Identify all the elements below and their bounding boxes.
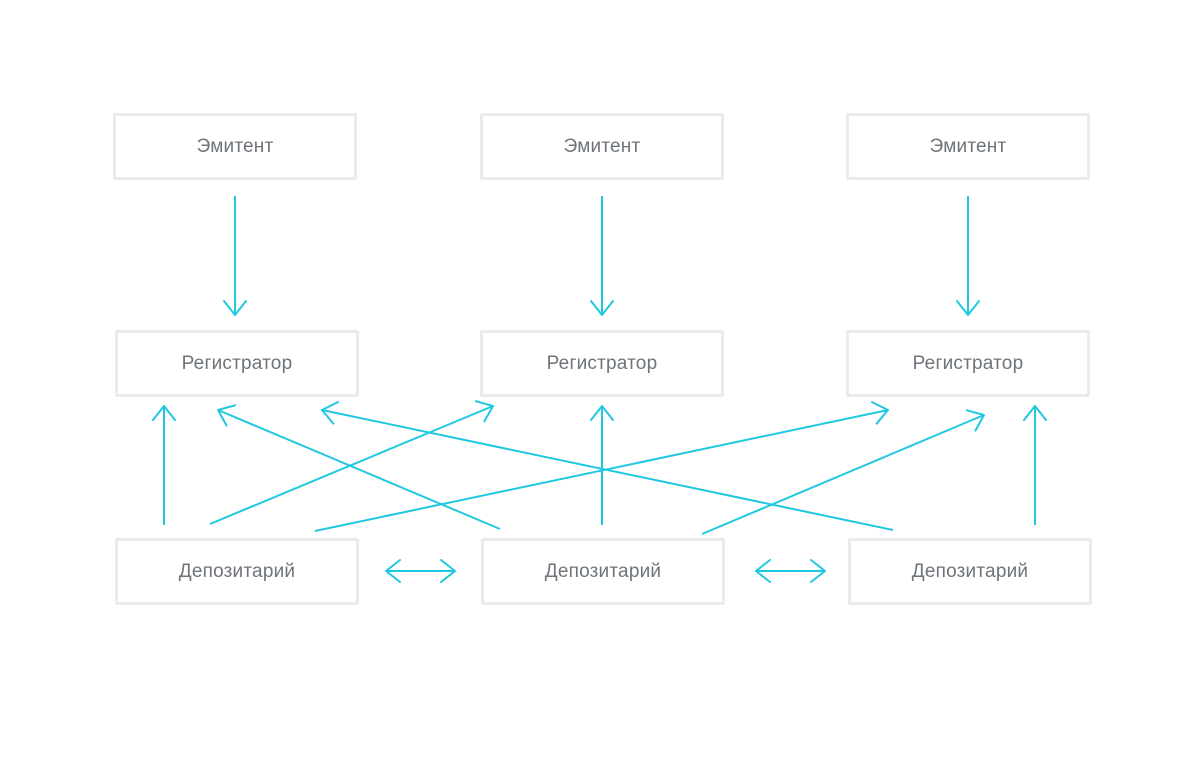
issuer-box-1: Эмитент	[113, 113, 357, 180]
arrowhead	[590, 405, 614, 421]
depository-box-2: Депозитарий	[481, 538, 725, 605]
arrowhead	[755, 559, 771, 583]
depository-box-3: Депозитарий	[848, 538, 1092, 605]
arrow-line	[217, 409, 501, 530]
arrowhead	[956, 300, 980, 316]
arrowhead	[385, 559, 401, 583]
arrow-line	[209, 405, 494, 525]
issuer-box-3: Эмитент	[846, 113, 1090, 180]
registrar-label: Регистратор	[546, 352, 658, 374]
arrowhead	[810, 559, 826, 583]
depository-box-1: Депозитарий	[115, 538, 359, 605]
depository-label: Депозитарий	[911, 560, 1029, 582]
issuer-box-2: Эмитент	[480, 113, 724, 180]
arrow-issuer-1-to-registrar-1	[223, 196, 247, 316]
arrowhead	[440, 559, 456, 583]
arrow-depository-3-to-registrar-1	[321, 401, 894, 531]
arrowhead	[965, 409, 985, 432]
arrowhead	[590, 300, 614, 316]
registrar-label: Регистратор	[181, 352, 293, 374]
arrow-depository-1-to-registrar-2	[209, 400, 494, 525]
issuer-label: Эмитент	[563, 135, 641, 157]
arrow-issuer-3-to-registrar-3	[956, 196, 980, 316]
registrar-box-1: Регистратор	[115, 330, 359, 397]
arrowhead	[223, 300, 247, 316]
registrar-label: Регистратор	[912, 352, 1024, 374]
depository-label: Депозитарий	[544, 560, 662, 582]
arrow-depository-1-to-depository-2	[385, 559, 456, 583]
issuer-label: Эмитент	[196, 135, 274, 157]
arrow-depository-2-to-registrar-3	[701, 409, 985, 535]
arrow-depository-3-to-registrar-3	[1023, 405, 1047, 525]
arrow-line	[321, 409, 894, 531]
depository-label: Депозитарий	[178, 560, 296, 582]
registrar-box-2: Регистратор	[480, 330, 724, 397]
arrow-depository-2-to-depository-3	[755, 559, 826, 583]
arrow-issuer-2-to-registrar-2	[590, 196, 614, 316]
arrow-depository-1-to-registrar-1	[152, 405, 176, 525]
arrowhead	[1023, 405, 1047, 421]
arrow-line	[701, 414, 985, 535]
arrowhead	[217, 404, 237, 427]
arrowhead	[871, 401, 889, 425]
issuer-label: Эмитент	[929, 135, 1007, 157]
arrowhead	[321, 401, 339, 425]
registrar-box-3: Регистратор	[846, 330, 1090, 397]
arrowhead	[152, 405, 176, 421]
arrow-depository-2-to-registrar-1	[217, 404, 501, 530]
arrowhead	[474, 400, 494, 423]
arrow-depository-2-to-registrar-2	[590, 405, 614, 525]
